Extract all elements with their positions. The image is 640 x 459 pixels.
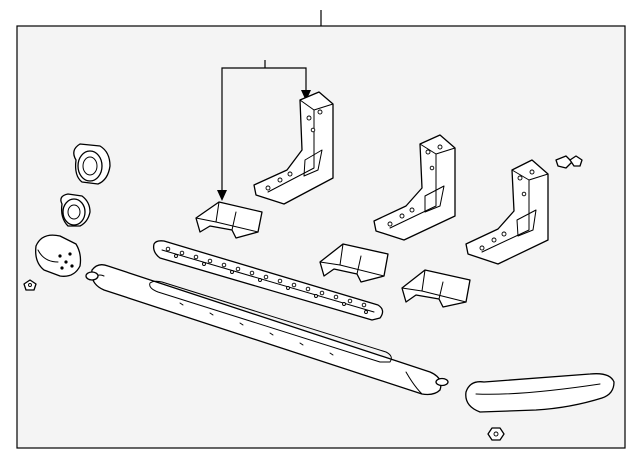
bracket-mount-pad-rear [401,269,471,308]
step-tube-slots [179,302,334,356]
fastener-bottom [487,427,505,441]
support-bracket-rear [465,159,549,265]
arrow-head-icon [301,90,311,101]
support-bracket-center [373,134,456,241]
fastener-top-right [555,155,583,169]
step-tube [85,264,449,396]
step-pad [152,240,384,321]
arrow-head-icon [217,190,227,201]
step-tube-end-nipple [435,377,449,387]
end-cap-medium [60,193,91,227]
rubber-seal [465,373,615,413]
bracket-mount-pad-center [319,243,389,283]
bracket-callout-leader [217,60,311,201]
fastener-left [23,279,37,291]
end-cap-socket [35,234,82,277]
end-cap-large [73,143,111,185]
step-tube-end-plug [85,271,99,281]
step-pad-holes [165,246,368,314]
support-bracket-front [253,91,334,205]
bracket-mount-pad-front [195,201,263,239]
